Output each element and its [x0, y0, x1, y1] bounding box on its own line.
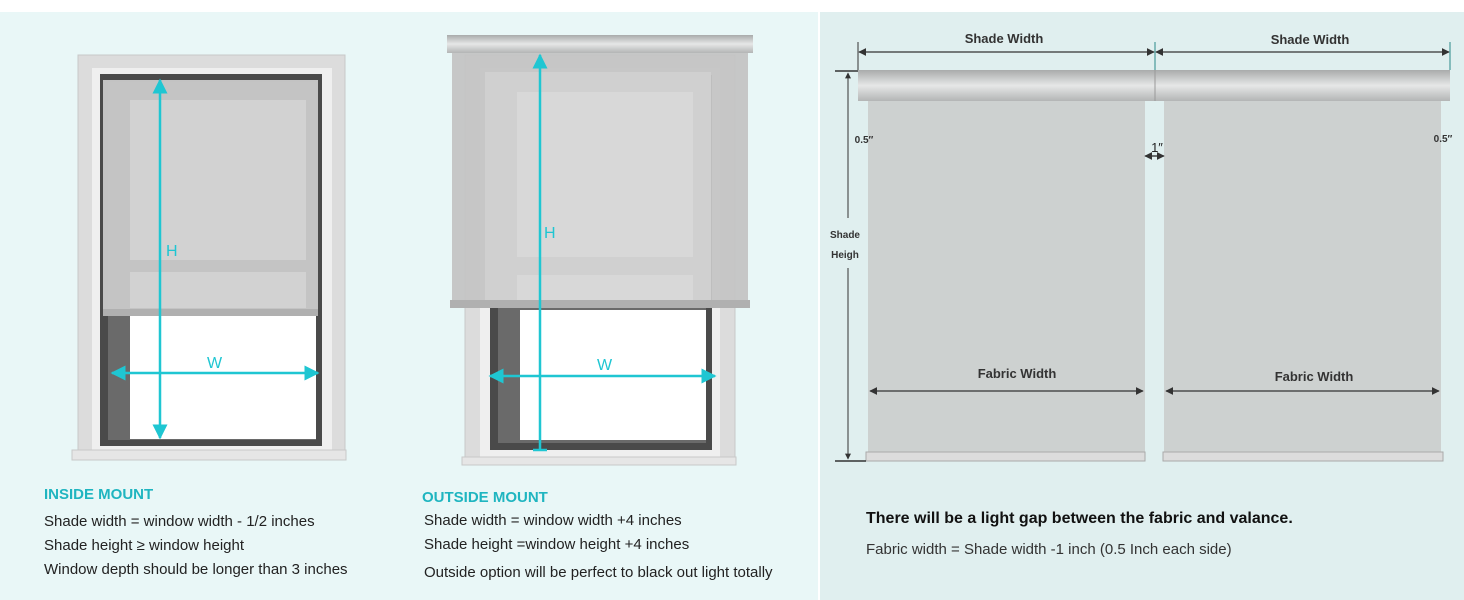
gap-diagram: Shade Width Shade Width Shade Heigh 0.5″… [830, 31, 1453, 462]
width-label: W [597, 357, 613, 374]
outside-mount-illustration: H W [447, 35, 753, 466]
outside-mount-line: Shade width = window width +4 inches [424, 512, 682, 529]
inside-mount-line: Window depth should be longer than 3 inc… [44, 561, 348, 578]
outside-mount-line: Outside option will be perfect to black … [424, 564, 773, 581]
height-label: H [166, 243, 178, 260]
shade-height-label: Shade [830, 230, 860, 241]
center-gap-label: 1″ [1151, 140, 1163, 155]
edge-gap-label: 0.5″ [1434, 134, 1453, 145]
shade-width-label: Shade Width [1271, 32, 1350, 47]
inside-mount-line: Shade height ≥ window height [44, 537, 245, 554]
shade-width-label: Shade Width [965, 31, 1044, 46]
fabric-panel [1164, 101, 1441, 453]
shade-height-label: Heigh [831, 250, 859, 261]
edge-gap-label: 0.5″ [855, 135, 874, 146]
width-label: W [207, 355, 223, 372]
light-gap-note: There will be a light gap between the fa… [866, 510, 1293, 527]
headrail [858, 70, 1450, 101]
outside-mount-title: OUTSIDE MOUNT [422, 489, 548, 506]
fabric-width-label: Fabric Width [978, 366, 1057, 381]
fabric-width-label: Fabric Width [1275, 369, 1354, 384]
height-label: H [544, 225, 556, 242]
inside-mount-illustration: H W [71, 54, 347, 461]
fabric-width-formula: Fabric width = Shade width -1 inch (0.5 … [866, 541, 1232, 558]
fabric-panel [868, 101, 1145, 453]
inside-mount-title: INSIDE MOUNT [44, 486, 153, 503]
outside-mount-line: Shade height =window height +4 inches [424, 536, 689, 553]
inside-mount-line: Shade width = window width - 1/2 inches [44, 513, 315, 530]
